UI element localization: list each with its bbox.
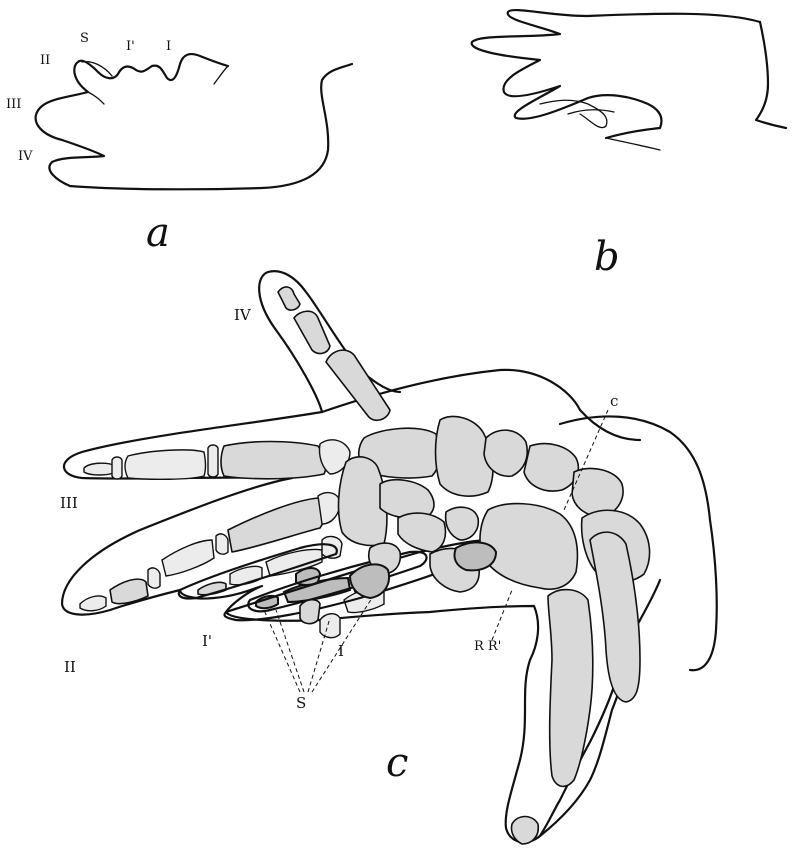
hand-outline-b <box>756 22 786 128</box>
panel-c: IV III II I' I S c R R' c <box>60 271 717 844</box>
label-ii-c: II <box>64 658 76 676</box>
ulna-tip <box>511 817 538 845</box>
phalanx-ii-4 <box>162 540 214 576</box>
label-ii-a: II <box>40 53 50 68</box>
leader-s-2 <box>276 610 304 692</box>
panel-letter-b: b <box>594 234 620 280</box>
carpal-10 <box>480 504 577 590</box>
ulna-bone <box>548 590 593 787</box>
label-iv-a: IV <box>18 149 33 164</box>
leader-s-3 <box>308 618 330 692</box>
panel-letter-a: a <box>146 210 170 256</box>
carpal-14 <box>300 600 320 624</box>
panel-b: b <box>472 10 786 280</box>
wrist-notch-a <box>214 66 228 84</box>
carpal-7 <box>484 430 527 476</box>
phalanx-iv-1 <box>278 287 300 310</box>
phalanx-iii-5 <box>221 442 326 479</box>
label-iii-a: III <box>6 97 21 112</box>
phalanx-ii-1 <box>80 596 106 611</box>
phalanx-iii-3 <box>125 450 206 479</box>
hand-upper-b <box>472 10 760 119</box>
label-iii-c: III <box>60 494 78 512</box>
label-iv-c: IV <box>234 306 252 324</box>
digit-inner-3-b <box>606 138 660 150</box>
label-i-prime-c: I' <box>202 632 212 650</box>
phalanx-ii-6 <box>228 498 324 552</box>
label-s-c: S <box>296 694 306 712</box>
hand-outline-a <box>36 54 352 189</box>
label-i-c: I <box>338 642 344 660</box>
label-c-section: c <box>610 392 618 410</box>
digit-lower-b <box>588 95 662 138</box>
phalanx-i-1 <box>320 614 340 638</box>
digit-ii-inner-a <box>88 92 104 104</box>
carpal-8 <box>524 444 578 491</box>
panel-a: II S I' I III IV a <box>6 31 352 256</box>
phalanx-ii-5 <box>216 534 228 554</box>
digit-iii-bones <box>84 440 350 479</box>
phalanx-ii-3 <box>148 568 160 588</box>
phalanx-iii-4 <box>208 445 218 477</box>
leader-radius-c <box>492 590 512 640</box>
panel-letter-c: c <box>386 740 408 786</box>
phalanx-iii-2 <box>112 457 122 479</box>
carpal-5 <box>398 513 446 552</box>
label-s-a: S <box>80 31 89 46</box>
label-radius-c: R R' <box>474 639 501 654</box>
digit-inner-2-b <box>568 110 614 114</box>
carpal-4 <box>380 480 434 518</box>
phalanx-ii-7 <box>318 493 340 524</box>
carpal-6 <box>446 507 479 540</box>
label-i-prime-a: I' <box>126 39 135 54</box>
carpal-16 <box>454 542 496 570</box>
digit-iv-bones <box>278 287 390 420</box>
phalanx-iii-1 <box>84 463 116 475</box>
carpal-bones <box>300 416 650 623</box>
digit-s-inner-a <box>82 62 112 76</box>
label-i-a: I <box>166 39 171 54</box>
leader-s-1 <box>264 610 300 692</box>
